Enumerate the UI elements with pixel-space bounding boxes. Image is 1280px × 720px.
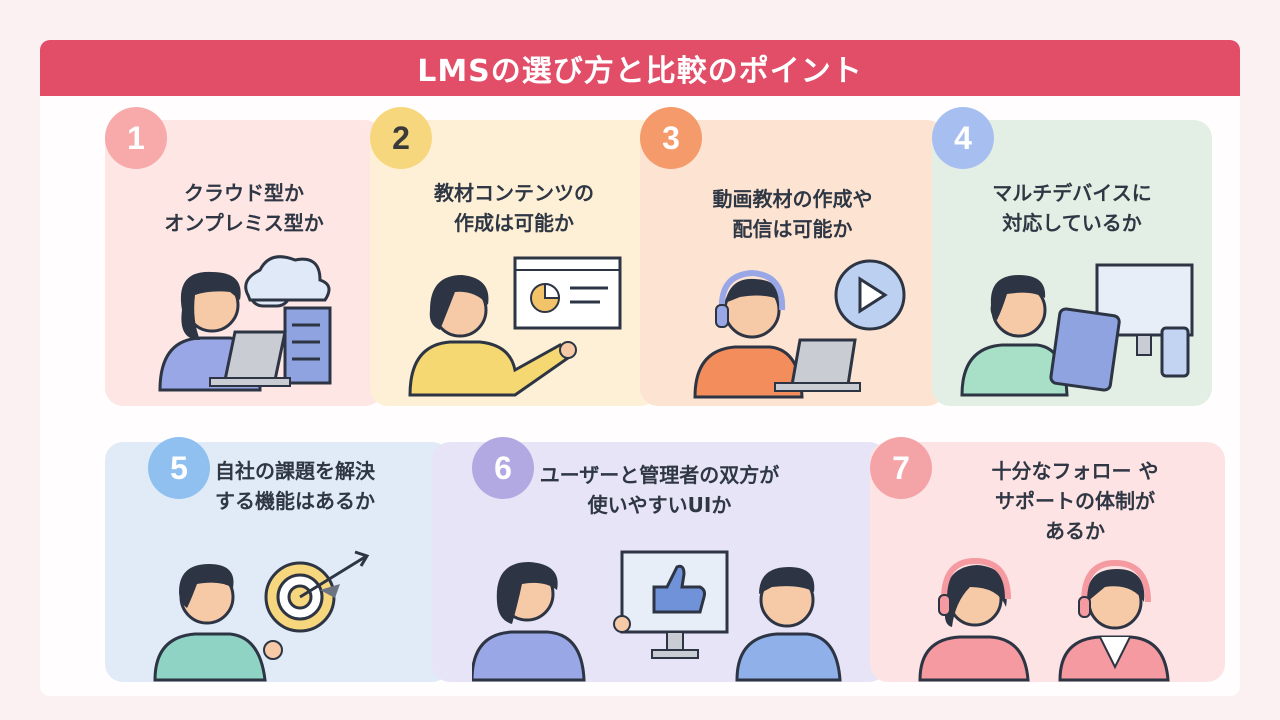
card-1-title: クラウド型か オンプレミス型か <box>105 178 383 238</box>
card-4: マルチデバイスに 対応しているか <box>932 120 1212 406</box>
card-6: ユーザーと管理者の双方が 使いやすいUIか <box>432 442 887 682</box>
card-2-title: 教材コンテンツの 作成は可能か <box>370 178 658 238</box>
card-4-title-line-2: 対応しているか <box>1002 211 1142 235</box>
card-3-title-line-1: 動画教材の作成や <box>712 187 873 211</box>
card-5-title: 自社の課題を解決 する機能はあるか <box>215 456 435 516</box>
card-6-title-line-2: 使いやすいUIか <box>587 493 732 517</box>
card-7-title-line-1: 十分なフォロー や <box>991 459 1159 483</box>
person-target-arrow-illustration <box>153 550 370 682</box>
card-3-title-line-2: 配信は可能か <box>732 217 853 241</box>
card-1: クラウド型か オンプレミス型か <box>105 120 383 406</box>
support-staff-headsets-illustration <box>918 557 1170 682</box>
card-5-title-line-1: 自社の課題を解決 <box>215 459 375 483</box>
card-7-number: 7 <box>870 437 932 499</box>
card-6-title-line-1: ユーザーと管理者の双方が <box>539 463 780 487</box>
card-4-title-line-1: マルチデバイスに <box>992 181 1152 205</box>
card-1-title-line-2: オンプレミス型か <box>164 211 324 235</box>
card-4-title: マルチデバイスに 対応しているか <box>932 178 1212 238</box>
card-7-title-line-2: サポートの体制が <box>995 489 1155 513</box>
card-2-title-line-2: 作成は可能か <box>454 211 574 235</box>
infographic-panel: LMSの選び方と比較のポイント クラウド型か オンプレミス型か 1 教材コンテン… <box>40 40 1240 696</box>
page-title: LMSの選び方と比較のポイント <box>40 40 1240 96</box>
card-5-title-line-2: する機能はあるか <box>215 489 375 513</box>
card-2-title-line-1: 教材コンテンツの <box>434 181 594 205</box>
card-7-title: 十分なフォロー や サポートの体制が あるか <box>940 456 1210 546</box>
card-5-number: 5 <box>148 437 210 499</box>
person-laptop-cloud-server-illustration <box>158 255 332 392</box>
card-3: 動画教材の作成や 配信は可能か <box>640 120 945 406</box>
users-thumbs-up-monitor-illustration <box>472 550 842 682</box>
person-pointing-presentation-illustration <box>408 256 622 397</box>
card-6-number: 6 <box>472 437 534 499</box>
card-1-number: 1 <box>105 107 167 169</box>
person-tablet-monitor-phone-illustration <box>960 263 1194 397</box>
person-headset-laptop-play-illustration <box>693 259 906 399</box>
card-7: 十分なフォロー や サポートの体制が あるか <box>870 442 1225 682</box>
card-2-number: 2 <box>370 107 432 169</box>
card-7-title-line-3: あるか <box>1045 519 1105 543</box>
card-3-number: 3 <box>640 107 702 169</box>
card-4-number: 4 <box>932 107 994 169</box>
card-5: 自社の課題を解決 する機能はあるか <box>105 442 450 682</box>
card-6-title: ユーザーと管理者の双方が 使いやすいUIか <box>432 460 887 520</box>
card-3-title: 動画教材の作成や 配信は可能か <box>640 184 945 244</box>
card-2: 教材コンテンツの 作成は可能か <box>370 120 658 406</box>
card-1-title-line-1: クラウド型か <box>184 181 304 205</box>
